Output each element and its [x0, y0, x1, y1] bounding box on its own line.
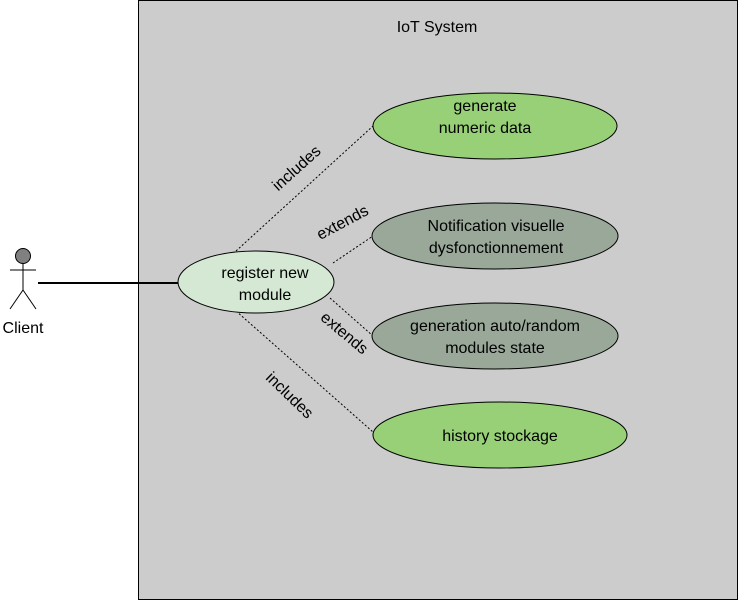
use-case-generation-auto-line1: generation auto/random: [410, 318, 580, 335]
extends-line-bottom: [329, 297, 374, 337]
use-case-history-label: history stockage: [442, 428, 558, 445]
use-case-generate-line2: numeric data: [439, 120, 532, 137]
use-case-notification-line1: Notification visuelle: [428, 218, 565, 235]
use-case-notification-visuelle[interactable]: Notification visuelle dysfonctionnement: [371, 202, 619, 270]
use-case-register-new-module[interactable]: register new module: [177, 250, 335, 314]
use-case-generation-auto-random[interactable]: generation auto/random modules state: [371, 302, 619, 370]
use-case-generate-numeric-data[interactable]: generate numeric data: [372, 92, 618, 160]
use-case-register-line2: module: [239, 287, 292, 304]
includes-line-top: [235, 125, 374, 252]
system-title: IoT System: [397, 19, 478, 36]
use-case-history-stockage[interactable]: history stockage: [372, 401, 628, 469]
use-case-register-line1: register new: [221, 265, 309, 282]
includes-line-bottom: [235, 310, 374, 433]
actor-head: [15, 248, 31, 264]
extends-line-top: [332, 235, 374, 264]
actor-label: Client: [3, 320, 44, 337]
use-case-notification-line2: dysfonctionnement: [429, 240, 564, 257]
use-case-generate-line1: generate: [453, 98, 516, 115]
actor-client[interactable]: [9, 248, 37, 310]
use-case-generation-auto-line2: modules state: [445, 340, 545, 357]
